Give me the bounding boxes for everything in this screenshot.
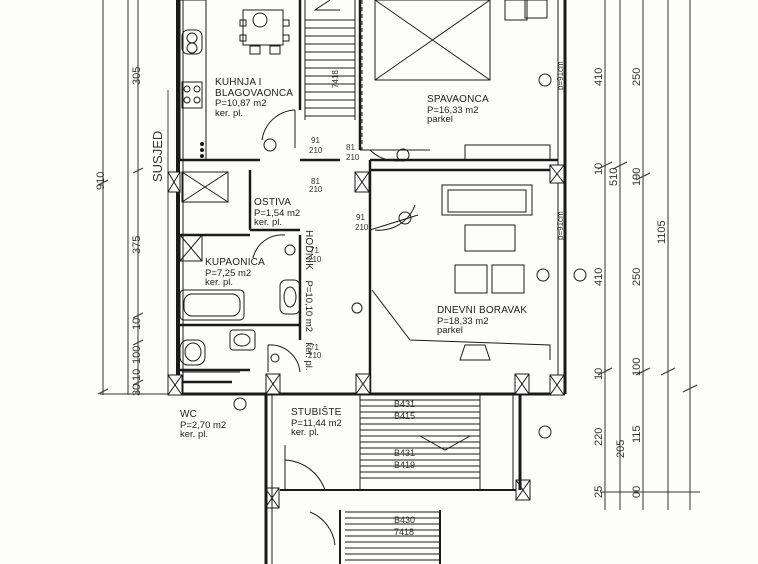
dim-r-410b: 410 xyxy=(593,268,605,286)
window-code: B431 xyxy=(394,448,415,458)
room-label-living: DNEVNI BORAVAK P=18,33 m2 parkel xyxy=(437,305,528,337)
room-name: DNEVNI BORAVAK xyxy=(437,305,528,316)
outer-walls xyxy=(176,0,567,396)
door-code: 210 xyxy=(355,223,369,232)
room-label-bathroom: KUPAONICA P=7,25 m2 ker. pl. xyxy=(205,257,265,289)
room-floor: ker. pl. xyxy=(254,217,282,229)
window-code: 7418 xyxy=(394,527,414,537)
dim-305: 305 xyxy=(131,67,143,85)
left-dimension-chain xyxy=(97,0,180,395)
room-label-bedroom: SPAVAONCA P=16,33 m2 parkel xyxy=(427,94,489,126)
door-code: 91 xyxy=(311,136,320,145)
dim-r-205: 205 xyxy=(615,440,627,458)
door-code: 81 xyxy=(346,143,355,152)
dim-r-115: 115 xyxy=(631,425,643,443)
window-code: B415 xyxy=(394,411,415,421)
door-swings xyxy=(252,109,419,546)
stair-block xyxy=(264,394,522,564)
dim-r-250b: 250 xyxy=(631,268,643,286)
window-label: p=91cm xyxy=(556,211,565,240)
room-area: P=18,33 m2 xyxy=(437,315,489,327)
dim-910: 910 xyxy=(95,172,107,190)
room-floor: parkel xyxy=(437,325,463,337)
dim-r-1105: 1105 xyxy=(656,220,668,244)
dim-r-100: 100 xyxy=(631,358,643,376)
dim-30: 30 xyxy=(131,384,143,396)
room-label-pantry: OSTIVA P=1,54 m2 ker. pl. xyxy=(254,197,301,229)
window-codes: B431 B415 B431 B419 B430 7418 7418 p=91c… xyxy=(331,61,565,537)
door-code: 210 xyxy=(309,146,323,155)
bedroom-fixtures xyxy=(374,0,551,161)
bathroom-fixtures xyxy=(179,234,301,373)
room-area: P=7,25 m2 xyxy=(205,267,252,279)
room-name-line2: BLAGOVAONCA xyxy=(215,87,294,99)
neighbor-label: SUSJED xyxy=(150,131,165,182)
door-codes: 91 210 81 210 81 210 91 210 71 210 71 21… xyxy=(308,136,369,360)
dim-100: 100 xyxy=(131,346,143,364)
door-code: 81 xyxy=(311,177,320,186)
door-code: 91 xyxy=(356,213,365,222)
room-floor: ker. pl. xyxy=(215,107,243,119)
dim-10a: 10 xyxy=(131,318,143,330)
dim-r-190: 190 xyxy=(631,168,643,186)
door-code: 210 xyxy=(346,153,360,162)
room-area: P=11,44 m2 xyxy=(291,417,342,429)
door-code: 210 xyxy=(308,255,322,264)
dim-r-10a: 10 xyxy=(593,163,605,175)
room-name: KUHNJA I xyxy=(215,77,262,88)
dim-r-25: 25 xyxy=(593,486,605,498)
window-label: p=91cm xyxy=(556,61,565,90)
window-code: B430 xyxy=(394,515,415,525)
room-area: P=1,54 m2 xyxy=(254,207,301,219)
room-label-hall: HODNIK P=10,10 m2 ker. pl. xyxy=(301,230,318,377)
window-code: B431 xyxy=(394,399,415,409)
dim-r-510: 510 xyxy=(608,168,620,186)
kitchen-fixtures xyxy=(179,0,290,203)
room-area: P=16,33 m2 xyxy=(427,104,479,116)
room-area: P=2,70 m2 xyxy=(180,419,227,431)
dim-r-250a: 250 xyxy=(631,68,643,86)
room-name: STUBIŠTE xyxy=(291,407,342,418)
room-floor: parkel xyxy=(427,114,453,126)
dim-r-00: 00 xyxy=(631,486,643,498)
dim-375: 375 xyxy=(131,236,143,254)
room-area: P=10,10 m2 xyxy=(303,280,314,333)
door-code: 71 xyxy=(310,246,319,255)
room-name: OSTIVA xyxy=(254,197,292,208)
room-label-stairs: STUBIŠTE P=11,44 m2 ker. pl. xyxy=(291,407,342,439)
dim-r-220: 220 xyxy=(593,428,605,446)
right-dimension-chain xyxy=(597,0,700,510)
stair-code: 7418 xyxy=(331,70,340,88)
right-dimension-labels: 410 510 10 410 10 220 25 250 190 250 100… xyxy=(593,68,668,498)
dim-r-10b: 10 xyxy=(593,368,605,380)
left-dimension-labels: 305 910 375 10 100 10 30 xyxy=(95,67,143,396)
dim-10b: 10 xyxy=(131,369,143,381)
room-name: SPAVAONCA xyxy=(427,94,489,105)
room-name: KUPAONICA xyxy=(205,257,265,268)
room-floor: ker. pl. xyxy=(291,427,319,439)
door-code: 71 xyxy=(310,343,319,352)
dim-r-410a: 410 xyxy=(593,68,605,86)
room-name: WC xyxy=(180,409,198,420)
window-code: B419 xyxy=(394,460,415,470)
top-stair xyxy=(304,0,430,151)
living-fixtures xyxy=(371,184,551,361)
room-area: P=10,87 m2 xyxy=(215,98,267,109)
room-label-kitchen: KUHNJA I BLAGOVAONCA P=10,87 m2 ker. pl. xyxy=(215,77,294,119)
room-label-wc: WC P=2,70 m2 ker. pl. xyxy=(180,409,227,441)
light-symbols xyxy=(233,12,587,439)
door-code: 210 xyxy=(309,185,323,194)
room-name: HODNIK xyxy=(303,230,314,271)
room-floor: ker. pl. xyxy=(205,277,233,289)
door-code: 210 xyxy=(308,351,322,360)
room-floor: ker. pl. xyxy=(180,429,208,441)
room-floor: ker. pl. xyxy=(303,342,314,371)
